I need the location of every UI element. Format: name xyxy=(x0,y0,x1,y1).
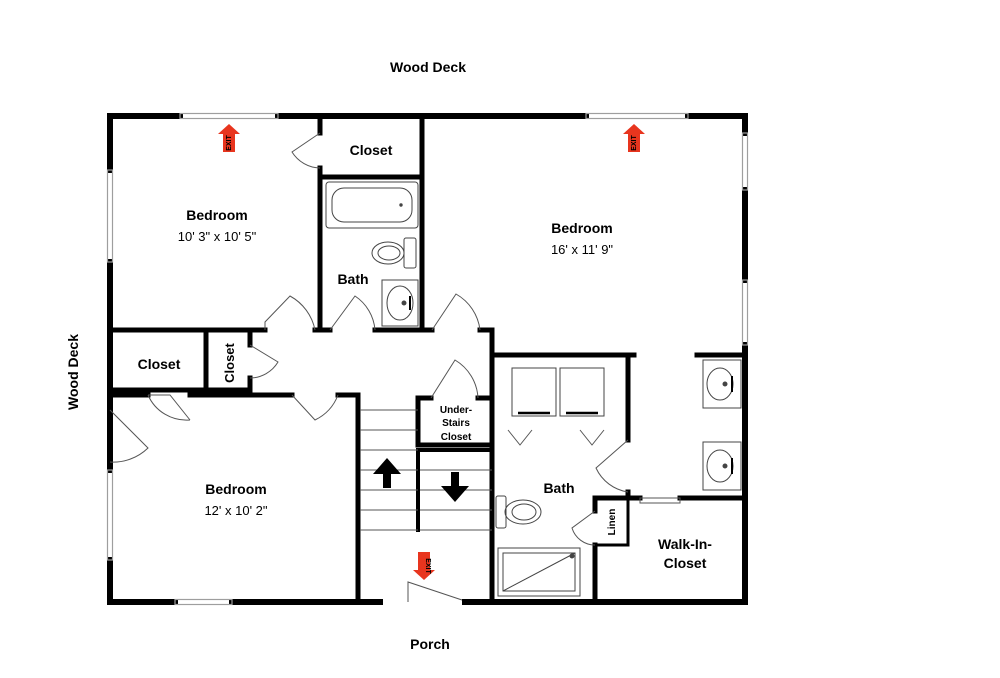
room-name-bedroom-sw: Bedroom xyxy=(205,481,266,497)
room-name-under-stairs-line3: Closet xyxy=(441,432,472,443)
room-name-under-stairs-line1: Under- xyxy=(440,405,472,416)
room-size-bedroom-nw: 10' 3" x 10' 5" xyxy=(178,229,257,244)
outside-label-bottom: Porch xyxy=(410,636,450,652)
svg-text:EXIT: EXIT xyxy=(226,134,233,150)
room-name-closet-left: Closet xyxy=(138,356,181,372)
room-name-bath-lower: Bath xyxy=(543,480,574,496)
sink-icon xyxy=(381,279,419,327)
room-name-linen: Linen xyxy=(607,509,618,536)
room-name-under-stairs-line2: Stairs xyxy=(442,418,470,429)
shower-icon xyxy=(497,547,581,597)
room-name-walk-in-line1: Walk-In- xyxy=(658,536,712,552)
exit-sign-icon: EXIT xyxy=(218,124,240,152)
stair-up-arrow-icon xyxy=(373,458,401,488)
room-size-bedroom-sw: 12' x 10' 2" xyxy=(204,503,267,518)
vanity-sink-icon xyxy=(702,441,742,491)
toilet-icon xyxy=(371,237,417,269)
room-name-bedroom-nw: Bedroom xyxy=(186,207,247,223)
exit-sign-icon: EXIT xyxy=(623,124,645,152)
windows xyxy=(106,112,749,606)
exit-sign-icon: EXIT xyxy=(413,552,435,580)
interior-walls xyxy=(107,113,748,603)
exterior-walls xyxy=(107,113,748,605)
room-name-walk-in-line2: Closet xyxy=(664,555,707,571)
dryer-icon xyxy=(559,367,605,417)
room-name-closet-top: Closet xyxy=(350,142,393,158)
bathtub-icon xyxy=(325,181,419,229)
svg-text:EXIT: EXIT xyxy=(631,134,638,150)
room-name-closet-small: Closet xyxy=(222,342,237,382)
room-name-bath-upper: Bath xyxy=(337,271,368,287)
room-size-bedroom-ne: 16' x 11' 9" xyxy=(551,242,613,257)
doors xyxy=(109,132,681,602)
outside-label-left: Wood Deck xyxy=(65,334,81,410)
washer-icon xyxy=(511,367,557,417)
svg-text:EXIT: EXIT xyxy=(424,558,431,574)
room-name-bedroom-ne: Bedroom xyxy=(551,220,612,236)
staircase xyxy=(360,409,492,531)
toilet-icon xyxy=(495,495,542,529)
vanity-sink-icon xyxy=(702,359,742,409)
stair-down-arrow-icon xyxy=(441,472,469,502)
outside-label-top: Wood Deck xyxy=(390,59,466,75)
